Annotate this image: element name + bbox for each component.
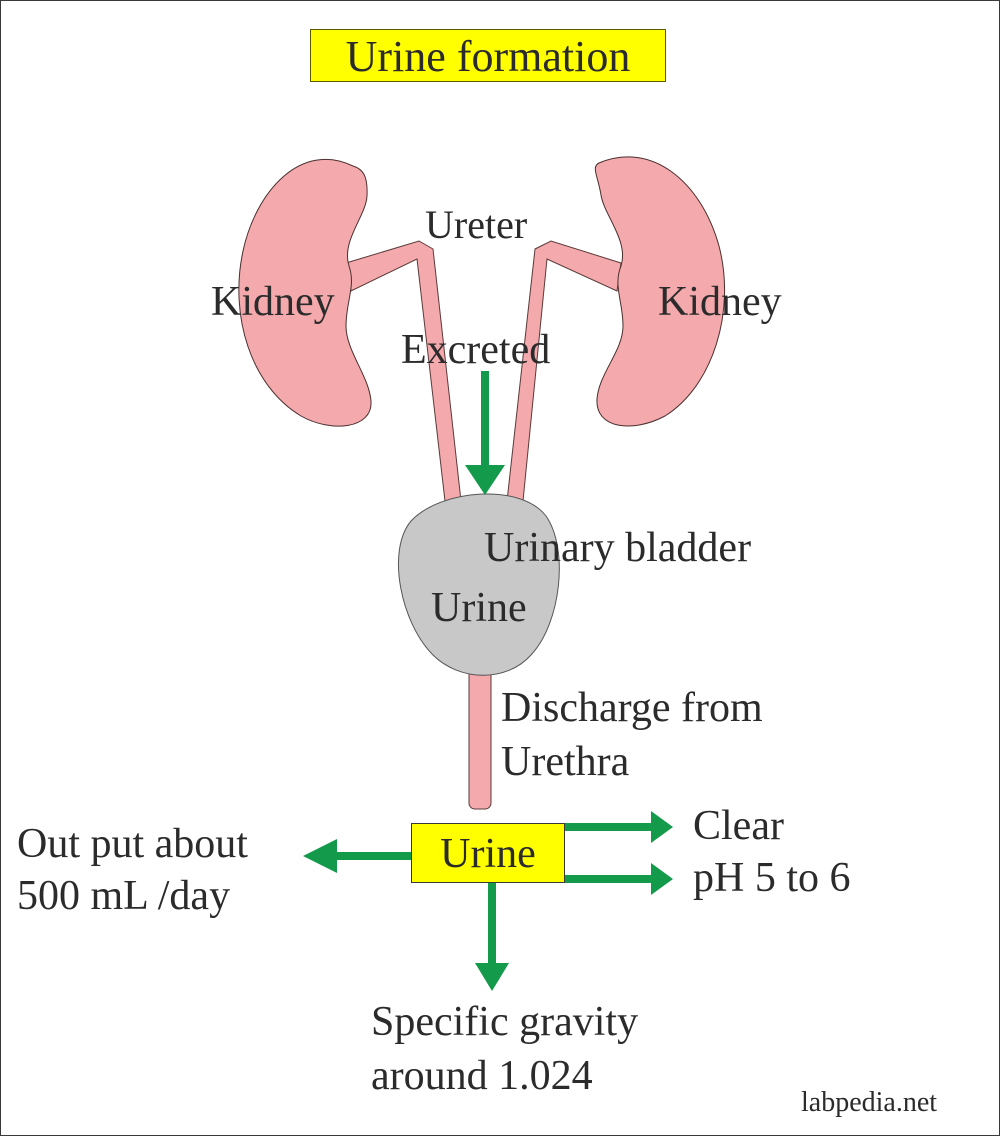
ureter-label: Ureter bbox=[425, 202, 528, 247]
ph-label: pH 5 to 6 bbox=[693, 855, 851, 901]
specific-gravity-line1: Specific gravity bbox=[371, 999, 639, 1045]
urine-box: Urine bbox=[411, 823, 565, 883]
urethra bbox=[468, 660, 492, 810]
discharge-label-line2: Urethra bbox=[501, 739, 630, 785]
specific-gravity-arrow bbox=[475, 883, 509, 991]
left-kidney bbox=[238, 159, 372, 427]
kidney-right-label: Kidney bbox=[658, 279, 782, 325]
discharge-label-line1: Discharge from bbox=[501, 685, 763, 731]
urinary-bladder bbox=[398, 493, 560, 676]
kidney-left-label: Kidney bbox=[211, 279, 335, 325]
clear-arrow bbox=[565, 811, 673, 843]
excreted-arrow bbox=[465, 371, 505, 495]
page-title: Urine formation bbox=[310, 29, 666, 82]
output-label-line1: Out put about bbox=[17, 821, 248, 867]
output-label-line2: 500 mL /day bbox=[17, 873, 231, 919]
excreted-label: Excreted bbox=[401, 327, 551, 373]
clear-label: Clear bbox=[693, 803, 784, 849]
arrows bbox=[303, 371, 673, 991]
output-arrow bbox=[303, 839, 411, 873]
bladder-urine-label: Urine bbox=[431, 585, 527, 631]
credit-label: labpedia.net bbox=[801, 1087, 938, 1118]
right-kidney bbox=[594, 156, 726, 427]
urinary-bladder-label: Urinary bladder bbox=[484, 525, 752, 571]
ph-arrow bbox=[565, 863, 673, 895]
specific-gravity-line2: around 1.024 bbox=[371, 1053, 593, 1099]
